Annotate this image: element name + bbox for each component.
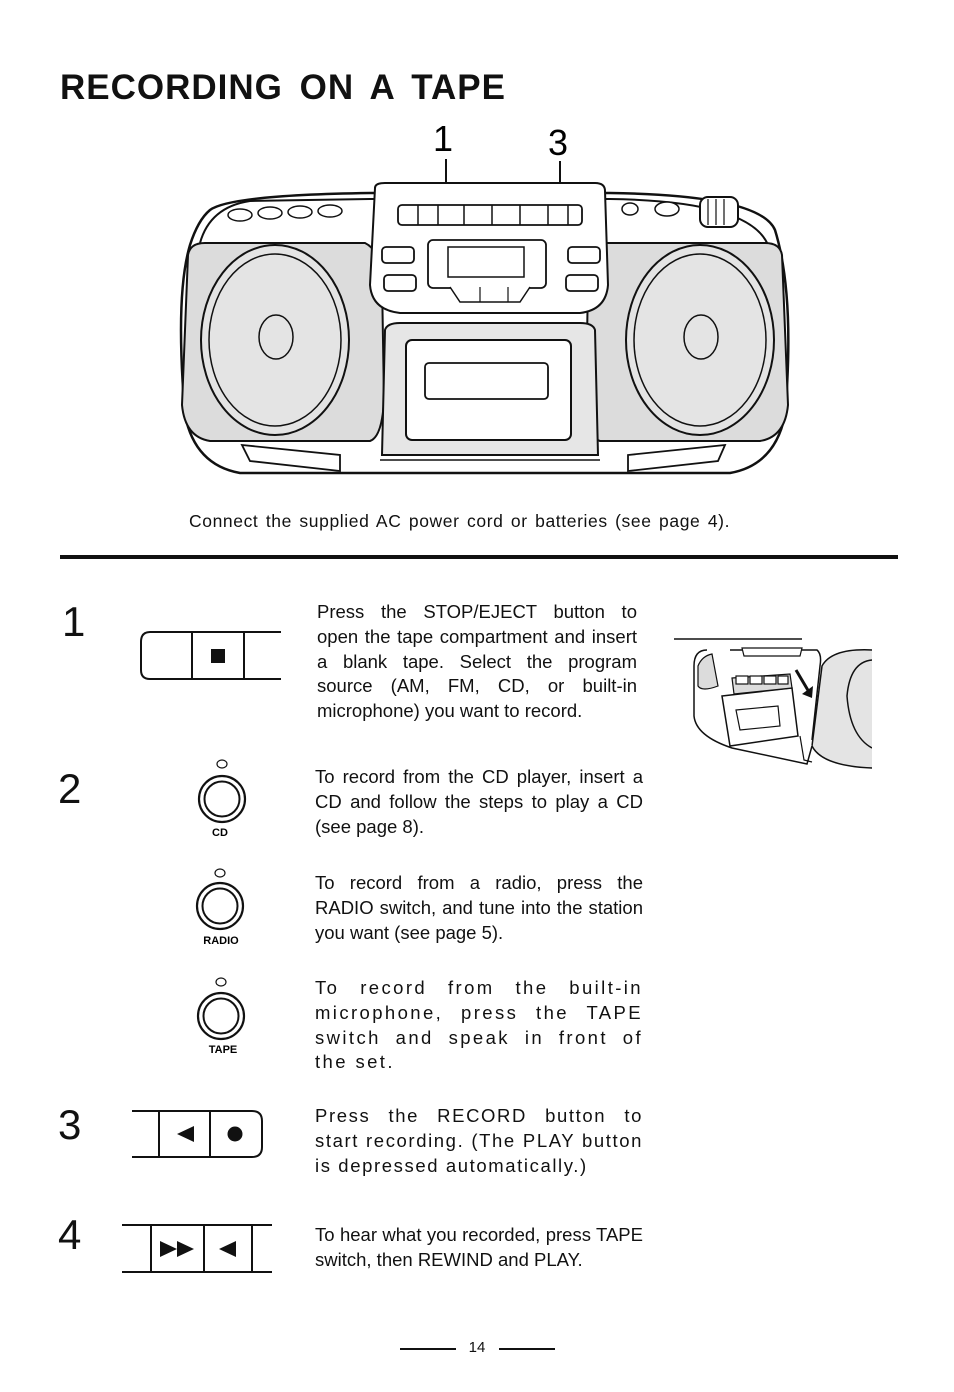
radio-button-label: RADIO [203, 935, 239, 947]
step-3-text: Press the RECORD button to start recordi… [315, 1105, 643, 1176]
tape-step-text: To record from the built-in microphone, … [315, 977, 643, 1073]
stop-eject-button-illustration [140, 631, 281, 680]
step-1-text: Press the STOP/EJECT button to open the … [317, 601, 637, 722]
step-number-3: 3 [58, 1101, 82, 1148]
radio-step-text: To record from a radio, press the RADIO … [315, 872, 643, 943]
record-dot-icon [227, 1126, 243, 1142]
record-button-illustration [132, 1110, 263, 1158]
radio-button-illustration: RADIO [195, 868, 245, 947]
callout-1: 1 [433, 118, 453, 159]
play-triangle-icon [177, 1126, 194, 1142]
step-number-1: 1 [62, 598, 86, 645]
cd-button-label: CD [212, 827, 228, 839]
play-triangle-icon [219, 1241, 236, 1257]
step-4-text: To hear what you recorded, press TAPE sw… [315, 1224, 643, 1270]
tape-indicator-led [215, 977, 227, 987]
footer-line-right [499, 1348, 555, 1350]
tape-compartment-illustration [674, 638, 872, 769]
footer-line-left [400, 1348, 456, 1350]
step-number-4: 4 [58, 1211, 82, 1258]
fast-forward-icon [160, 1241, 194, 1257]
tape-button-label: TAPE [209, 1044, 238, 1056]
step-2-text: To record from the CD player, insert a C… [315, 766, 643, 837]
stop-square-icon [211, 649, 225, 663]
divider [60, 555, 898, 559]
radio-indicator-led [214, 868, 226, 878]
page-number: 14 [468, 1339, 486, 1356]
step-number-2: 2 [58, 765, 82, 812]
tape-button-illustration: TAPE [196, 977, 246, 1056]
rewind-play-button-illustration [122, 1224, 272, 1273]
cd-button-illustration: CD [197, 759, 247, 839]
page-title: RECORDING ON A TAPE [60, 68, 506, 107]
callout-3: 3 [548, 122, 568, 163]
cd-indicator-led [216, 759, 228, 769]
caption: Connect the supplied AC power cord or ba… [189, 511, 731, 531]
boombox-illustration: 1 3 [179, 118, 790, 475]
